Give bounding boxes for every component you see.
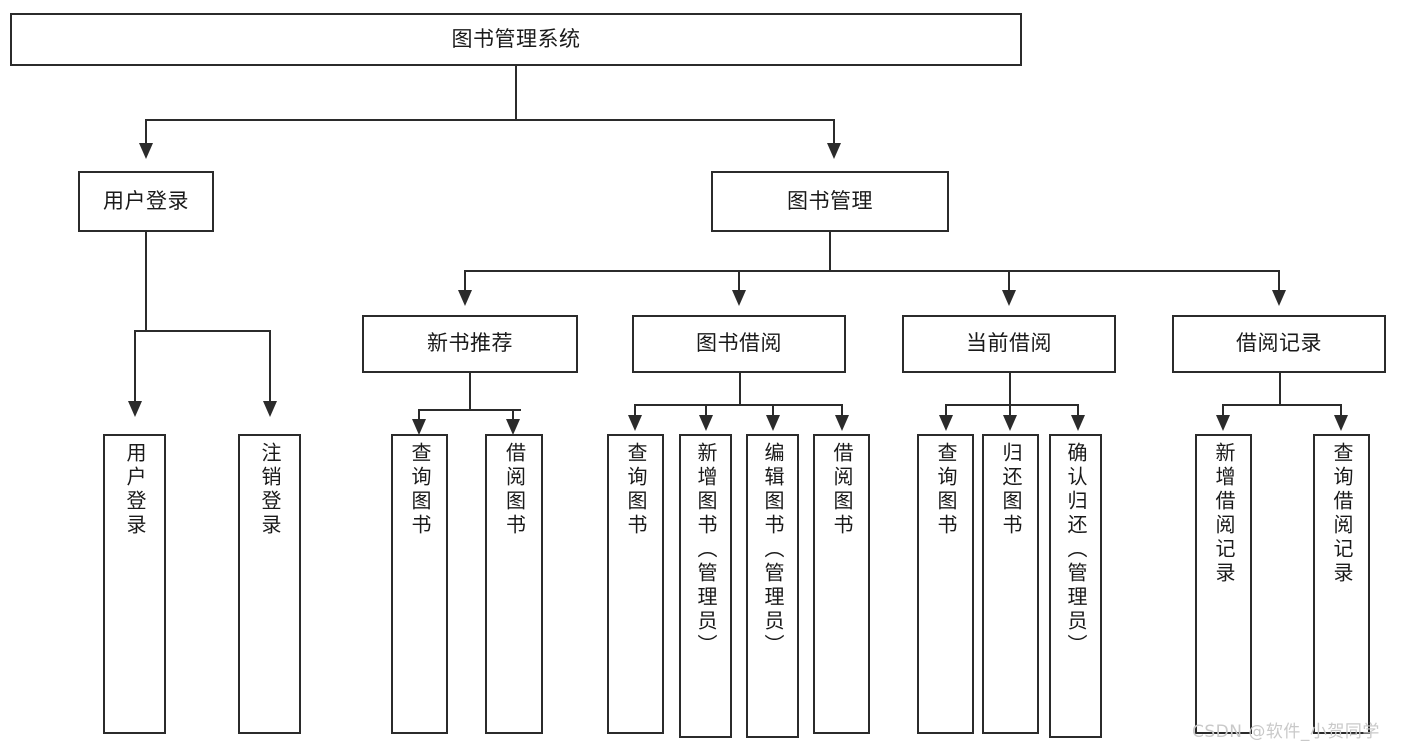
arrow-bm-to-current-borrow (1002, 290, 1016, 306)
arrow-bm-to-book-borrow (732, 290, 746, 306)
leaf-nbr-borrow-book[interactable]: 借阅图书 (485, 434, 543, 734)
node-label: 图书借阅 (696, 331, 782, 356)
connector-bb-stem (739, 373, 741, 406)
connector-bm-to-book-borrow (738, 270, 740, 294)
connector-root-stem (515, 66, 517, 119)
connector-bb-to-leaf-4 (841, 404, 843, 418)
arrow-br-to-leaf-1 (1216, 415, 1230, 431)
leaf-nbr-query-book[interactable]: 查询图书 (391, 434, 448, 734)
node-borrow-records[interactable]: 借阅记录 (1172, 315, 1386, 373)
node-book-borrow[interactable]: 图书借阅 (632, 315, 846, 373)
connector-user-login-stem (145, 232, 147, 332)
connector-bm-to-borrow-records (1278, 270, 1280, 294)
leaf-bb-query-book[interactable]: 查询图书 (607, 434, 664, 734)
node-root-system[interactable]: 图书管理系统 (10, 13, 1022, 66)
node-user-login[interactable]: 用户登录 (78, 171, 214, 232)
connector-book-manage-stem (829, 232, 831, 272)
watermark-text: CSDN @软件_小贺同学 (1192, 722, 1380, 742)
node-label: 新增图书（管理员） (694, 442, 718, 658)
connector-cb-bus (945, 404, 1079, 406)
node-current-borrow[interactable]: 当前借阅 (902, 315, 1116, 373)
leaf-cb-query-book[interactable]: 查询图书 (917, 434, 974, 734)
node-label: 图书管理系统 (451, 26, 581, 51)
node-label: 注销登录 (258, 442, 282, 538)
arrow-bm-to-new-book (458, 290, 472, 306)
arrow-cb-to-leaf-2 (1003, 415, 1017, 431)
arrow-bb-to-leaf-1 (628, 415, 642, 431)
node-label: 用户登录 (103, 188, 189, 213)
connector-nbr-bus (418, 409, 521, 411)
connector-bb-to-leaf-3 (772, 404, 774, 418)
connector-br-bus (1222, 404, 1342, 406)
leaf-cb-confirm-return-admin[interactable]: 确认归还（管理员） (1049, 434, 1102, 738)
connector-root-to-user-login (145, 119, 147, 147)
node-label: 新书推荐 (427, 331, 513, 356)
connector-bb-to-leaf-1 (634, 404, 636, 418)
connector-cb-stem (1009, 373, 1011, 406)
connector-br-stem (1279, 373, 1281, 406)
connector-nbr-stem (469, 373, 471, 411)
connector-br-to-leaf-2 (1340, 404, 1342, 418)
leaf-cb-return-book[interactable]: 归还图书 (982, 434, 1039, 734)
connector-bb-to-leaf-2 (705, 404, 707, 418)
connector-bm-to-current-borrow (1008, 270, 1010, 294)
arrow-cb-to-leaf-1 (939, 415, 953, 431)
node-label: 当前借阅 (966, 331, 1052, 356)
node-new-book-recommend[interactable]: 新书推荐 (362, 315, 578, 373)
node-label: 查询图书 (934, 442, 958, 538)
arrow-nbr-to-leaf-2 (506, 419, 520, 435)
arrow-cb-to-leaf-3 (1071, 415, 1085, 431)
node-label: 图书管理 (787, 188, 873, 213)
arrow-root-to-user-login (139, 143, 153, 159)
connector-user-login-to-leaf-2 (269, 330, 271, 405)
arrow-root-to-book-manage (827, 143, 841, 159)
node-label: 查询借阅记录 (1330, 442, 1354, 586)
connector-nbr-to-leaf-1 (418, 409, 420, 423)
node-label: 查询图书 (408, 442, 432, 538)
connector-root-to-book-manage (833, 119, 835, 147)
node-label: 借阅图书 (830, 442, 854, 538)
connector-root-bus (145, 119, 835, 121)
connector-user-login-bus (134, 330, 271, 332)
arrow-bm-to-borrow-records (1272, 290, 1286, 306)
connector-book-manage-bus (464, 270, 1280, 272)
leaf-br-query-record[interactable]: 查询借阅记录 (1313, 434, 1370, 734)
arrow-user-login-to-leaf-2 (263, 401, 277, 417)
connector-cb-to-leaf-2 (1009, 404, 1011, 418)
leaf-bb-edit-book-admin[interactable]: 编辑图书（管理员） (746, 434, 799, 738)
node-label: 借阅图书 (502, 442, 527, 538)
arrow-bb-to-leaf-4 (835, 415, 849, 431)
connector-user-login-to-leaf-1 (134, 330, 136, 405)
node-label: 编辑图书（管理员） (761, 442, 785, 658)
arrow-bb-to-leaf-2 (699, 415, 713, 431)
connector-br-to-leaf-1 (1222, 404, 1224, 418)
node-label: 用户登录 (123, 442, 147, 538)
csdn-watermark: CSDN @软件_小贺同学 (1192, 717, 1380, 742)
connector-bm-to-new-book (464, 270, 466, 294)
arrow-bb-to-leaf-3 (766, 415, 780, 431)
leaf-user-login-login[interactable]: 用户登录 (103, 434, 166, 734)
node-label: 查询图书 (624, 442, 648, 538)
connector-cb-to-leaf-1 (945, 404, 947, 418)
node-label: 确认归还（管理员） (1064, 442, 1088, 658)
connector-bb-bus (634, 404, 843, 406)
connector-cb-to-leaf-3 (1077, 404, 1079, 418)
node-label: 借阅记录 (1236, 331, 1322, 356)
leaf-bb-add-book-admin[interactable]: 新增图书（管理员） (679, 434, 732, 738)
node-label: 新增借阅记录 (1212, 442, 1236, 586)
connector-nbr-to-leaf-2 (512, 409, 514, 423)
node-book-manage[interactable]: 图书管理 (711, 171, 949, 232)
leaf-br-add-record[interactable]: 新增借阅记录 (1195, 434, 1252, 734)
leaf-user-login-logout[interactable]: 注销登录 (238, 434, 301, 734)
arrow-br-to-leaf-2 (1334, 415, 1348, 431)
arrow-nbr-to-leaf-1 (412, 419, 426, 435)
node-label: 归还图书 (999, 442, 1023, 538)
leaf-bb-borrow-book[interactable]: 借阅图书 (813, 434, 870, 734)
arrow-user-login-to-leaf-1 (128, 401, 142, 417)
